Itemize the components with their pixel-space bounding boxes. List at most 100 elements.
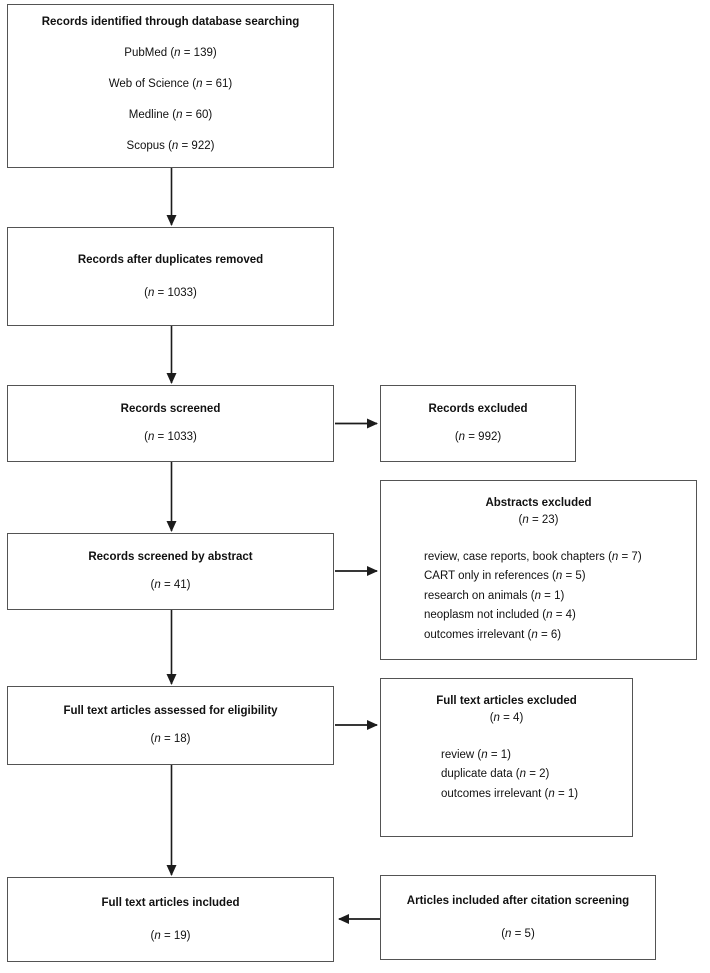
count-open: ( xyxy=(150,929,155,942)
box-title: Full text articles included xyxy=(101,896,240,909)
count-line: (n = 4) xyxy=(490,711,524,726)
count-open: ( xyxy=(501,927,506,940)
database-line: Web of Science (n = 61) xyxy=(109,77,233,92)
count-line: (n = 19) xyxy=(151,929,191,944)
count-open: ( xyxy=(150,733,155,745)
count-open: ( xyxy=(144,431,148,443)
count-open: PubMed ( xyxy=(124,47,175,60)
box-title: Abstracts excluded xyxy=(485,497,592,509)
n-symbol: n xyxy=(548,787,555,800)
count-close: = 2) xyxy=(526,768,550,781)
count-close: = 6) xyxy=(537,628,562,641)
reason-line: outcomes irrelevant (n = 1) xyxy=(441,785,632,805)
exclusion-reasons: review, case reports, book chapters (n =… xyxy=(381,548,696,646)
exclusion-reasons: review (n = 1) duplicate data (n = 2) ou… xyxy=(381,746,632,805)
n-symbol: n xyxy=(458,431,466,443)
count-open: research on animals ( xyxy=(424,589,535,602)
count-close: = 41) xyxy=(160,579,191,591)
reason-line: review (n = 1) xyxy=(441,746,632,766)
count-open: review, case reports, book chapters ( xyxy=(424,550,612,563)
box-fulltext-excluded: Full text articles excluded (n = 4) revi… xyxy=(380,678,633,837)
database-line: Medline (n = 60) xyxy=(129,108,212,123)
box-records-identified: Records identified through database sear… xyxy=(7,4,334,168)
count-close: = 1) xyxy=(554,787,579,800)
count-close: = 5) xyxy=(511,927,535,940)
n-symbol: n xyxy=(154,929,161,942)
n-symbol: n xyxy=(171,140,179,153)
box-title: Full text articles assessed for eligibil… xyxy=(63,705,278,718)
database-line: Scopus (n = 922) xyxy=(127,139,215,154)
n-symbol: n xyxy=(611,550,619,563)
box-title: Articles included after citation screeni… xyxy=(406,894,630,907)
n-symbol: n xyxy=(555,570,563,583)
n-symbol: n xyxy=(493,711,500,724)
n-symbol: n xyxy=(505,927,512,940)
count-open: review ( xyxy=(441,748,482,761)
box-screened-by-abstract: Records screened by abstract (n = 41) xyxy=(7,533,334,610)
n-symbol: n xyxy=(176,109,183,122)
count-open: ( xyxy=(454,431,459,443)
count-close: = 5) xyxy=(562,570,586,583)
n-symbol: n xyxy=(154,733,161,745)
database-line: PubMed (n = 139) xyxy=(124,46,216,61)
count-close: = 139) xyxy=(180,47,217,60)
count-open: ( xyxy=(489,711,494,724)
count-close: = 1033) xyxy=(154,431,197,443)
count-close: = 23) xyxy=(528,513,559,526)
count-close: = 7) xyxy=(618,550,642,563)
n-symbol: n xyxy=(174,47,181,60)
n-symbol: n xyxy=(481,748,488,761)
box-records-excluded: Records excluded (n = 992) xyxy=(380,385,576,462)
box-duplicates-removed: Records after duplicates removed (n = 10… xyxy=(7,227,334,326)
n-symbol: n xyxy=(531,628,538,641)
n-symbol: n xyxy=(534,589,541,602)
count-close: = 1) xyxy=(487,748,512,761)
count-close: = 1) xyxy=(540,589,565,602)
box-title: Records excluded xyxy=(428,403,528,416)
count-close: = 922) xyxy=(178,140,215,153)
reason-line: duplicate data (n = 2) xyxy=(441,765,632,785)
n-symbol: n xyxy=(154,579,161,591)
box-title: Records screened by abstract xyxy=(88,551,253,564)
count-line: (n = 992) xyxy=(455,430,501,445)
n-symbol: n xyxy=(147,286,155,299)
count-line: (n = 5) xyxy=(501,927,535,942)
box-citation-included: Articles included after citation screeni… xyxy=(380,875,656,960)
box-title: Records after duplicates removed xyxy=(77,253,264,266)
count-line: (n = 41) xyxy=(151,578,191,593)
count-open: ( xyxy=(150,579,155,591)
count-line: (n = 18) xyxy=(151,732,191,747)
box-title: Full text articles excluded xyxy=(436,695,577,707)
box-abstracts-excluded: Abstracts excluded (n = 23) review, case… xyxy=(380,480,697,660)
count-close: = 1033) xyxy=(154,286,197,299)
box-title: Records identified through database sear… xyxy=(41,16,300,28)
reason-line: review, case reports, book chapters (n =… xyxy=(424,548,696,568)
box-records-screened: Records screened (n = 1033) xyxy=(7,385,334,462)
n-symbol: n xyxy=(147,431,155,443)
reason-line: CART only in references (n = 5) xyxy=(424,567,696,587)
count-open: Scopus ( xyxy=(126,140,172,153)
n-symbol: n xyxy=(522,513,529,526)
count-open: outcomes irrelevant ( xyxy=(424,628,532,641)
count-open: outcomes irrelevant ( xyxy=(441,787,549,800)
count-line: (n = 23) xyxy=(519,513,559,528)
count-close: = 19) xyxy=(160,929,191,942)
n-symbol: n xyxy=(546,609,553,622)
box-fulltext-assessed: Full text articles assessed for eligibil… xyxy=(7,686,334,765)
box-title: Records screened xyxy=(120,403,221,416)
count-open: duplicate data ( xyxy=(441,768,520,781)
count-open: CART only in references ( xyxy=(424,570,556,583)
count-close: = 4) xyxy=(499,711,524,724)
count-open: Web of Science ( xyxy=(108,78,197,91)
count-open: ( xyxy=(144,286,148,299)
count-close: = 4) xyxy=(552,609,576,622)
count-close: = 992) xyxy=(465,431,502,443)
reason-line: research on animals (n = 1) xyxy=(424,587,696,607)
n-symbol: n xyxy=(196,78,203,91)
reason-line: outcomes irrelevant (n = 6) xyxy=(424,626,696,646)
count-line: (n = 1033) xyxy=(144,286,197,301)
count-close: = 61) xyxy=(202,78,233,91)
box-fulltext-included: Full text articles included (n = 19) xyxy=(7,877,334,962)
count-line: (n = 1033) xyxy=(144,430,197,445)
